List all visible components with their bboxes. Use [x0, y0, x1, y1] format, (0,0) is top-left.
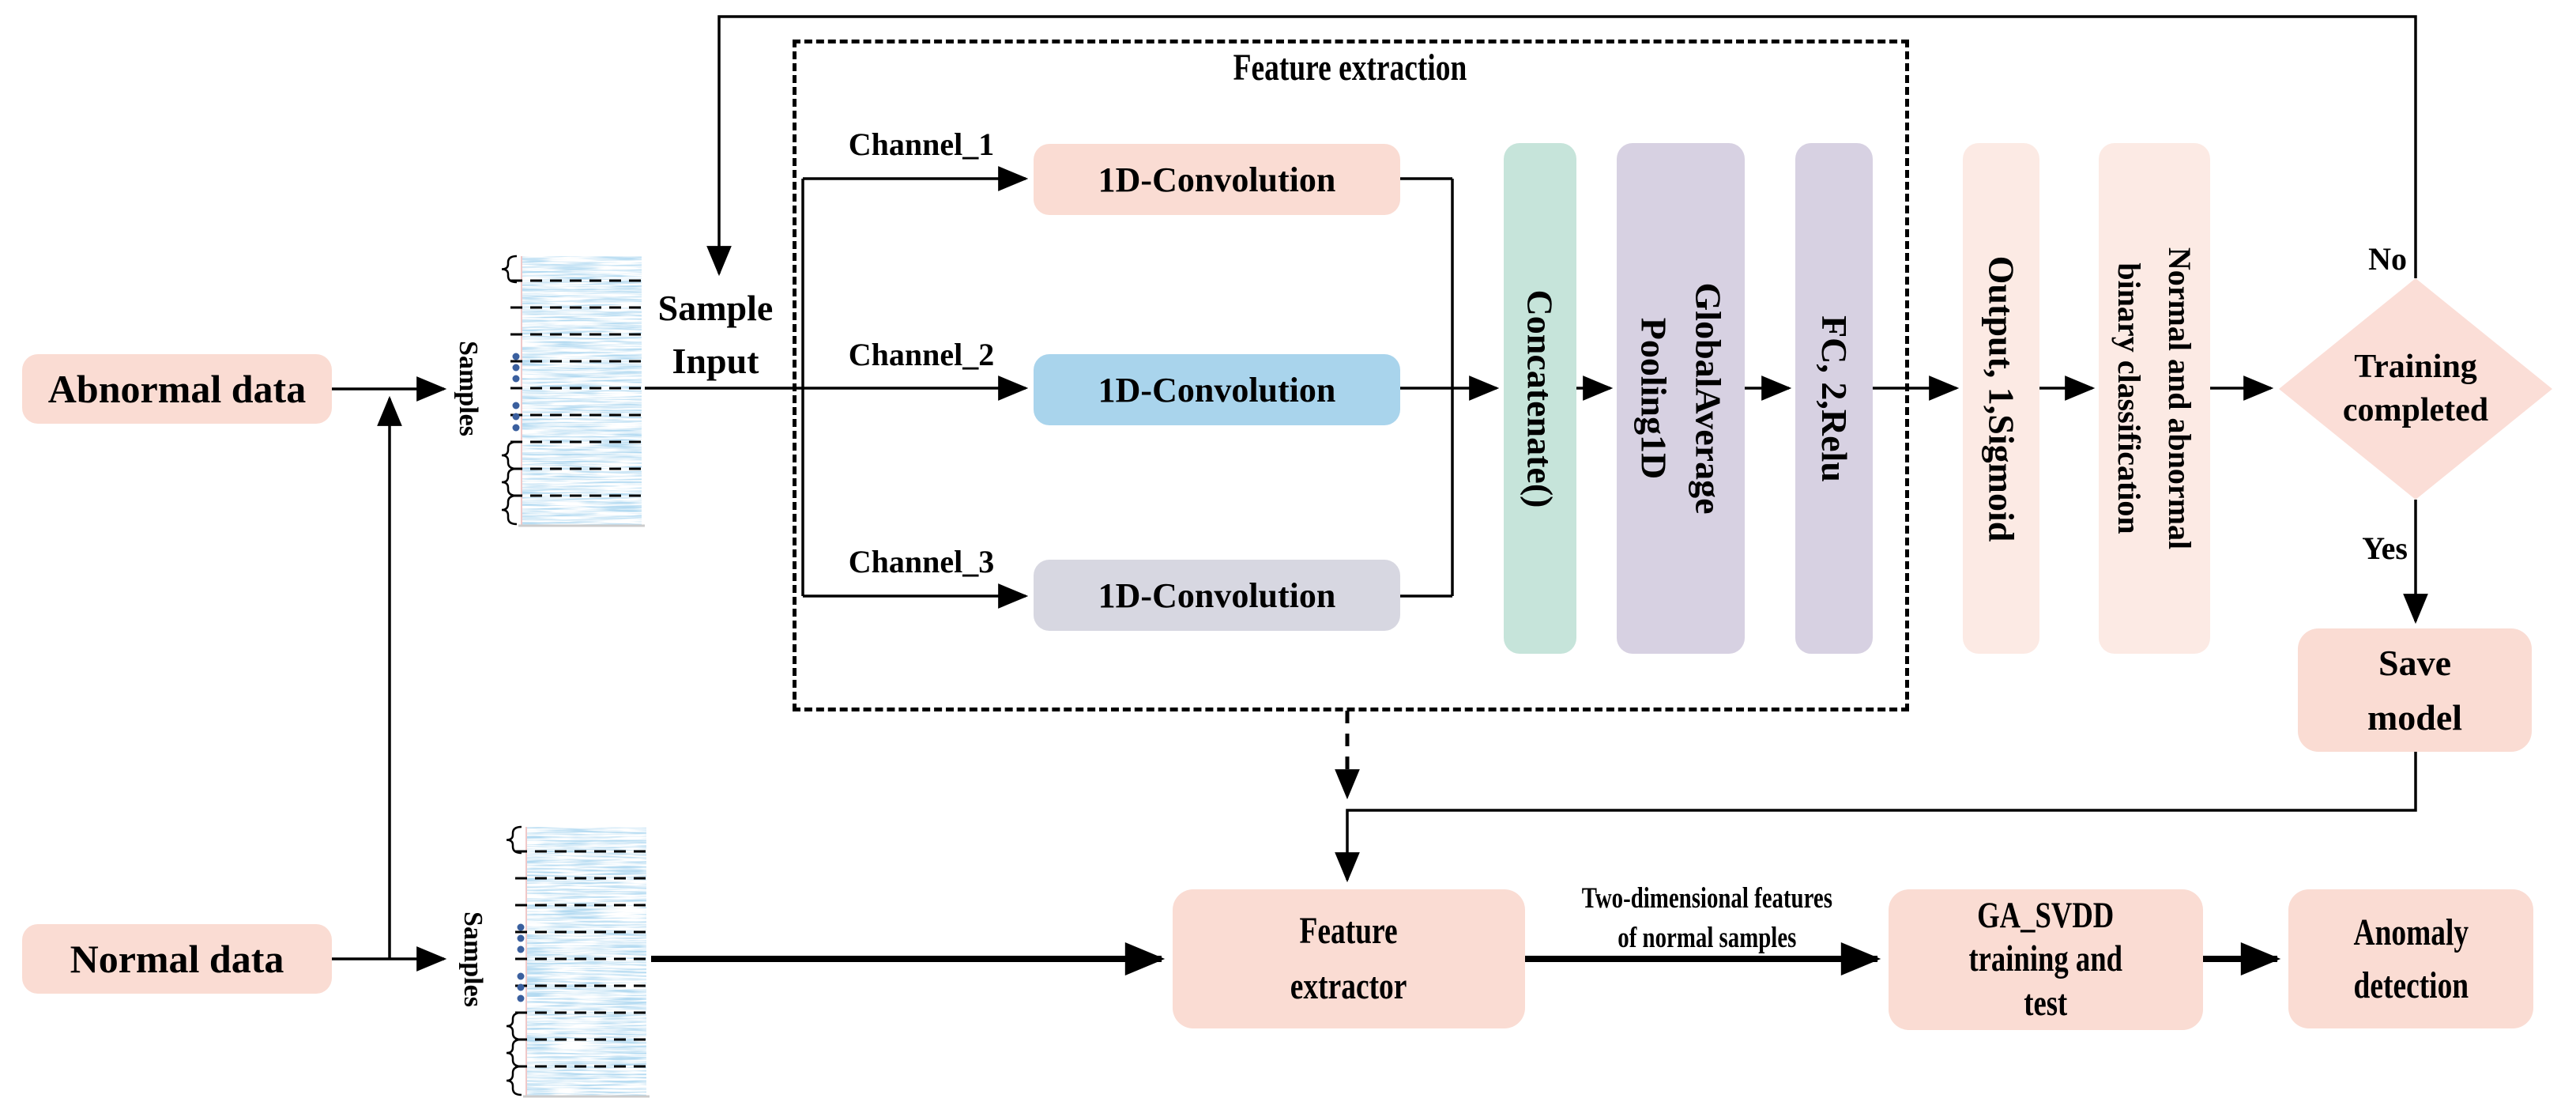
ga-svdd-node: GA_SVDD training and test [1889, 889, 2203, 1030]
normal-sample-strip [506, 825, 650, 1098]
conv1d-channel3-node: 1D-Convolution [1034, 560, 1400, 631]
normal-data-node: Normal data [22, 924, 332, 994]
segment-dashed-lines [510, 279, 645, 497]
waveform-texture [526, 827, 646, 1096]
decision-no-label: No [2368, 240, 2407, 277]
sample-input-label: Sample Input [657, 288, 774, 381]
brace-icons [501, 255, 518, 526]
binary-classification-node: Normal and abnormal binary classificatio… [2099, 143, 2210, 654]
channel-2-label: Channel_2 [848, 336, 995, 372]
abnormal-data-node: Abnormal data [22, 354, 332, 424]
decision-yes-label: Yes [2362, 530, 2408, 566]
concatenate-node: Concatenate() [1504, 143, 1576, 654]
save-model-node: Save model [2298, 628, 2532, 752]
fc-relu-node: FC, 2,Relu [1795, 143, 1873, 654]
brace-icons [506, 825, 522, 1096]
ellipsis-dots [517, 923, 525, 1002]
abnormal-sample-strip [501, 255, 645, 527]
feature-extraction-container [793, 40, 1909, 711]
arrow-caption-two-dimensional-features: Two-dimensional features of normal sampl… [1581, 882, 1832, 954]
samples-label-bottom: Samples [458, 911, 488, 1007]
ellipsis-dots [512, 353, 520, 432]
anomaly-detection-node: Anomaly detection [2288, 889, 2533, 1028]
feature-extraction-title: Feature extraction [1233, 46, 1467, 89]
conv1d-channel2-node: 1D-Convolution [1034, 354, 1400, 425]
global-average-pooling-node: GlobalAverage Pooling1D [1617, 143, 1745, 654]
segment-dashed-lines [515, 850, 650, 1068]
feedback-no-line [706, 15, 2417, 278]
channel-3-label: Channel_3 [848, 543, 995, 579]
output-sigmoid-node: Output, 1,Sigmoid [1963, 143, 2039, 654]
feature-extractor-node: Feature extractor [1173, 889, 1525, 1028]
channel-1-label: Channel_1 [848, 126, 995, 162]
conv1d-channel1-node: 1D-Convolution [1034, 144, 1400, 215]
samples-label-top: Samples [453, 340, 483, 436]
waveform-texture [522, 256, 642, 525]
save-model-to-feature-extractor-line [1335, 752, 2417, 883]
